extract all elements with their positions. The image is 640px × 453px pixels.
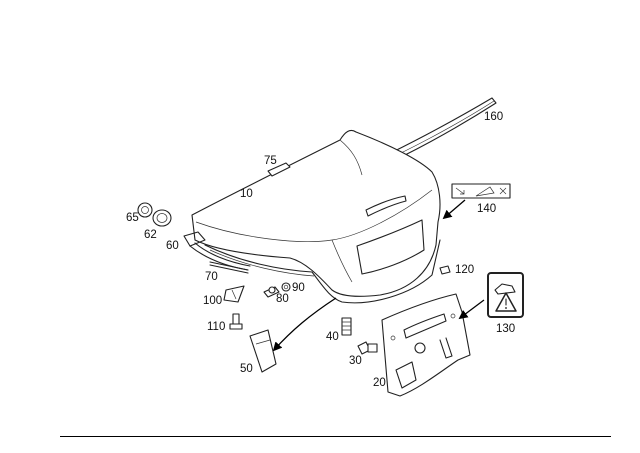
- part-62-buffer[interactable]: [152, 209, 172, 227]
- label-65: 65: [126, 212, 139, 224]
- label-40: 40: [326, 331, 339, 343]
- callout-arrows: [272, 199, 485, 352]
- label-110: 110: [207, 321, 225, 333]
- label-80: 80: [276, 293, 289, 305]
- label-62: 62: [144, 229, 157, 241]
- part-130-warning-label[interactable]: [487, 272, 524, 318]
- part-30-screw[interactable]: [357, 341, 378, 355]
- label-75: 75: [264, 155, 277, 167]
- label-10: 10: [240, 188, 253, 200]
- label-140: 140: [477, 203, 496, 215]
- part-70-rod[interactable]: [209, 261, 249, 274]
- label-130: 130: [496, 323, 515, 335]
- label-20: 20: [373, 377, 386, 389]
- part-110-screw[interactable]: [229, 313, 243, 330]
- part-90-nut[interactable]: [281, 282, 291, 292]
- part-65-grommet[interactable]: [137, 202, 153, 218]
- part-120-nut[interactable]: [439, 265, 451, 275]
- part-20-trim-panel[interactable]: [381, 293, 471, 397]
- label-90: 90: [292, 282, 305, 294]
- label-120: 120: [455, 264, 474, 276]
- part-10-trunk-lid[interactable]: [191, 129, 441, 304]
- label-60: 60: [166, 240, 179, 252]
- part-100-bracket[interactable]: [223, 285, 245, 303]
- part-50-lock-actuator[interactable]: [249, 329, 277, 373]
- label-100: 100: [203, 295, 222, 307]
- label-50: 50: [240, 363, 253, 375]
- part-80-clip[interactable]: [263, 286, 280, 298]
- part-40-spring[interactable]: [341, 317, 352, 336]
- part-75-pad[interactable]: [267, 162, 291, 177]
- label-30: 30: [349, 355, 362, 367]
- label-70: 70: [205, 271, 218, 283]
- label-160: 160: [484, 111, 503, 123]
- part-140-instruction-sticker[interactable]: [451, 183, 511, 199]
